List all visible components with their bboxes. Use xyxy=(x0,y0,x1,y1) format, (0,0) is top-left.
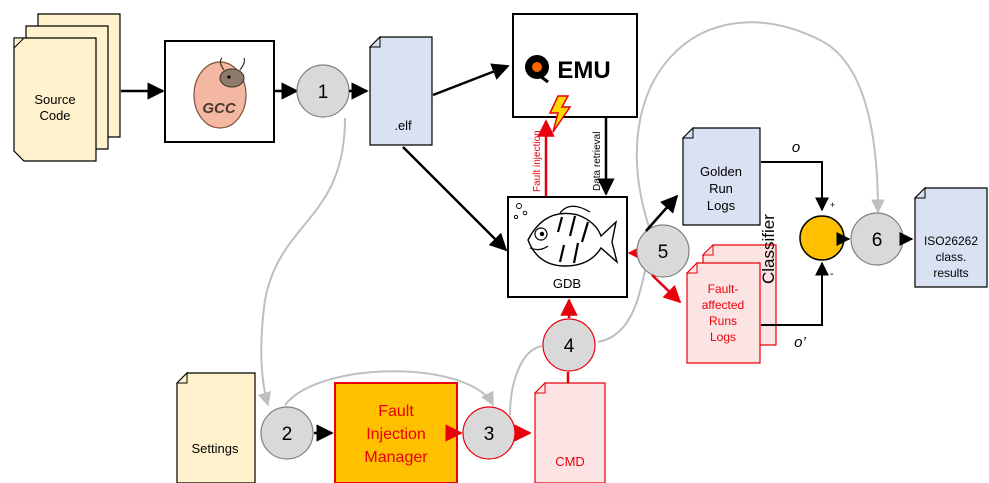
connector-o xyxy=(761,161,829,212)
arrow-elf-to-gdb xyxy=(402,146,508,252)
step-1-circle: 1 xyxy=(296,64,350,118)
connector-o-prime xyxy=(761,261,829,326)
lightning-bolt-icon xyxy=(548,95,572,133)
step-5-label: 5 xyxy=(658,242,669,263)
fim-label-1: Fault xyxy=(378,403,414,420)
gcc-logo-text: GCC xyxy=(202,100,237,117)
connector-3-to-4 xyxy=(509,345,543,416)
qemu-box: EMU xyxy=(512,13,638,118)
connector-5-to-6 xyxy=(635,21,885,231)
source-code-label-2: Code xyxy=(39,108,70,123)
fault-logs-label-3: Runs xyxy=(709,314,737,328)
elf-doc: .elf xyxy=(368,35,433,146)
minus-label: - xyxy=(830,268,834,280)
step-5-circle: 5 xyxy=(636,224,690,278)
cmd-label: CMD xyxy=(555,454,585,469)
settings-doc: Settings xyxy=(175,371,256,483)
connector-2-to-3 xyxy=(284,370,494,407)
fault-injection-label: Fault injection xyxy=(532,130,543,192)
golden-label-1: Golden xyxy=(700,164,742,179)
step-6-circle: 6 xyxy=(850,212,904,266)
o-prime-label: o’ xyxy=(794,334,806,351)
gdb-box: GDB xyxy=(507,196,628,298)
classifier-node: + - xyxy=(799,200,845,280)
iso-label-2: class. xyxy=(936,250,967,264)
golden-label-2: Run xyxy=(709,181,733,196)
fault-logs-label-2: affected xyxy=(702,298,744,312)
fim-label-3: Manager xyxy=(364,449,428,466)
iso-label-3: results xyxy=(933,266,968,280)
classifier-label: Classifier xyxy=(759,214,778,284)
iso-label-1: ISO26262 xyxy=(924,234,978,248)
golden-label-3: Logs xyxy=(707,198,736,213)
arrow-5-to-golden xyxy=(645,194,679,232)
fault-logs-label-1: Fault- xyxy=(708,282,739,296)
qemu-logo: EMU xyxy=(525,55,611,84)
fault-injection-manager-box: Fault Injection Manager xyxy=(334,382,458,483)
connector-1-to-2 xyxy=(257,117,346,407)
gdb-label: GDB xyxy=(553,276,581,291)
elf-label: .elf xyxy=(394,118,412,133)
arrow-5-to-fault-logs xyxy=(651,274,682,304)
step-2-circle: 2 xyxy=(260,406,314,460)
fault-affected-logs-docs: Fault- affected Runs Logs xyxy=(685,243,777,364)
gdb-fish-logo xyxy=(513,203,619,267)
source-code-label-1: Source xyxy=(34,92,75,107)
step-1-label: 1 xyxy=(318,82,329,103)
step-2-label: 2 xyxy=(282,424,293,445)
cmd-doc: CMD xyxy=(533,381,606,483)
golden-run-logs-doc: Golden Run Logs xyxy=(681,126,761,226)
fim-label-2: Injection xyxy=(366,426,426,443)
gcc-box: GCC xyxy=(164,40,275,143)
step-3-circle: 3 xyxy=(462,406,516,460)
o-label: o xyxy=(792,139,800,156)
qemu-logo-text: EMU xyxy=(557,57,610,84)
plus-label: + xyxy=(830,200,835,210)
data-retrieval-label: Data retrieval xyxy=(592,132,603,191)
fault-logs-label-4: Logs xyxy=(710,330,736,344)
step-4-label: 4 xyxy=(564,336,575,357)
step-3-label: 3 xyxy=(484,424,495,445)
gray-connectors xyxy=(257,21,885,416)
iso-results-doc: ISO26262 class. results xyxy=(913,186,988,288)
arrow-elf-to-qemu xyxy=(432,63,510,97)
source-code-docs: Source Code xyxy=(13,13,121,162)
settings-label: Settings xyxy=(192,441,239,456)
gcc-gnu-egg-logo: GCC xyxy=(193,57,247,129)
step-4-circle: 4 xyxy=(542,318,596,372)
step-6-label: 6 xyxy=(872,230,883,251)
